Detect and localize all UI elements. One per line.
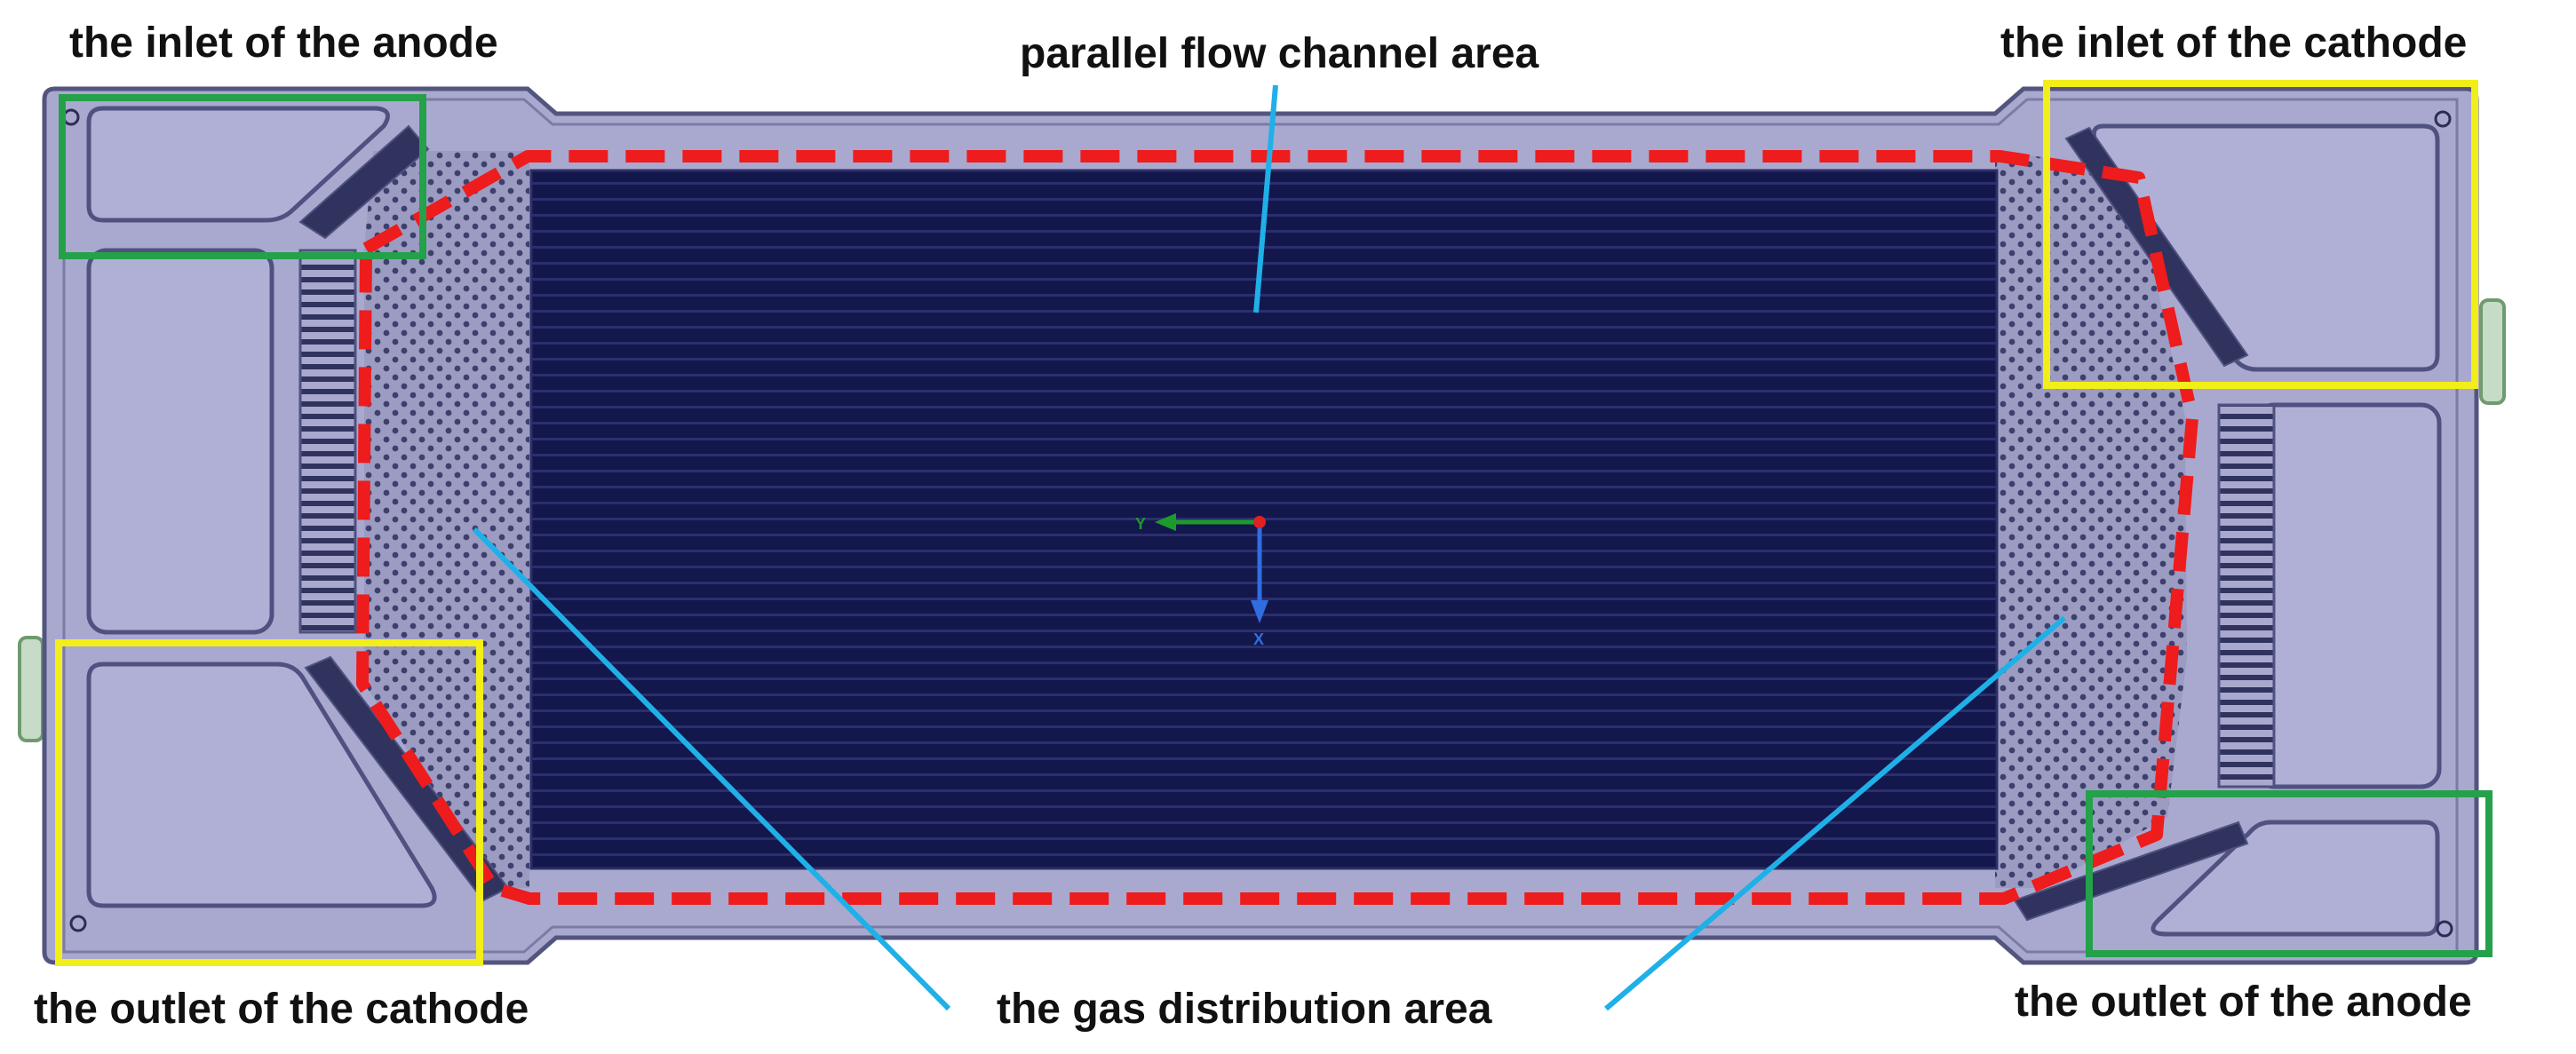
port-mid-right — [2254, 402, 2442, 789]
right-tab — [2479, 298, 2506, 405]
cathode-inlet-box — [2043, 80, 2478, 389]
coordinate-triad: Y X — [1135, 513, 1268, 648]
slot-array-top-left — [298, 124, 430, 240]
port-bottom-left — [86, 662, 437, 908]
cathode-outlet-box — [55, 639, 483, 966]
slot-array-top-right — [2064, 126, 2249, 368]
anode-inlet-box — [59, 94, 426, 259]
left-tab — [18, 636, 44, 742]
slot-array-right — [2217, 403, 2276, 789]
axis-x-label: X — [1253, 630, 1264, 648]
port-top-left — [86, 106, 390, 223]
gas-distribution-area-left — [364, 151, 529, 888]
leader-flow-channel — [1253, 84, 1278, 313]
anode-outlet-box — [2086, 790, 2493, 957]
port-bottom-right — [2151, 820, 2440, 937]
label-parallel-flow-channel: parallel flow channel area — [1020, 30, 1539, 77]
label-cathode-outlet: the outlet of the cathode — [34, 986, 529, 1033]
label-anode-outlet: the outlet of the anode — [2015, 979, 2472, 1026]
corner-hole — [69, 915, 87, 932]
corner-hole — [2434, 110, 2452, 128]
slot-array-left — [298, 249, 357, 634]
label-gas-distribution: the gas distribution area — [997, 986, 1492, 1033]
leader-gas-distribution-left — [472, 527, 951, 1011]
leader-gas-distribution-right — [1604, 615, 2066, 1011]
label-cathode-inlet: the inlet of the cathode — [2000, 20, 2467, 67]
axis-y-label: Y — [1135, 515, 1146, 533]
slot-array-bottom-right — [2013, 820, 2249, 922]
flow-field-boundary — [356, 150, 2198, 905]
corner-hole — [2436, 920, 2453, 938]
label-anode-inlet: the inlet of the anode — [69, 20, 498, 67]
port-mid-left — [86, 248, 274, 635]
